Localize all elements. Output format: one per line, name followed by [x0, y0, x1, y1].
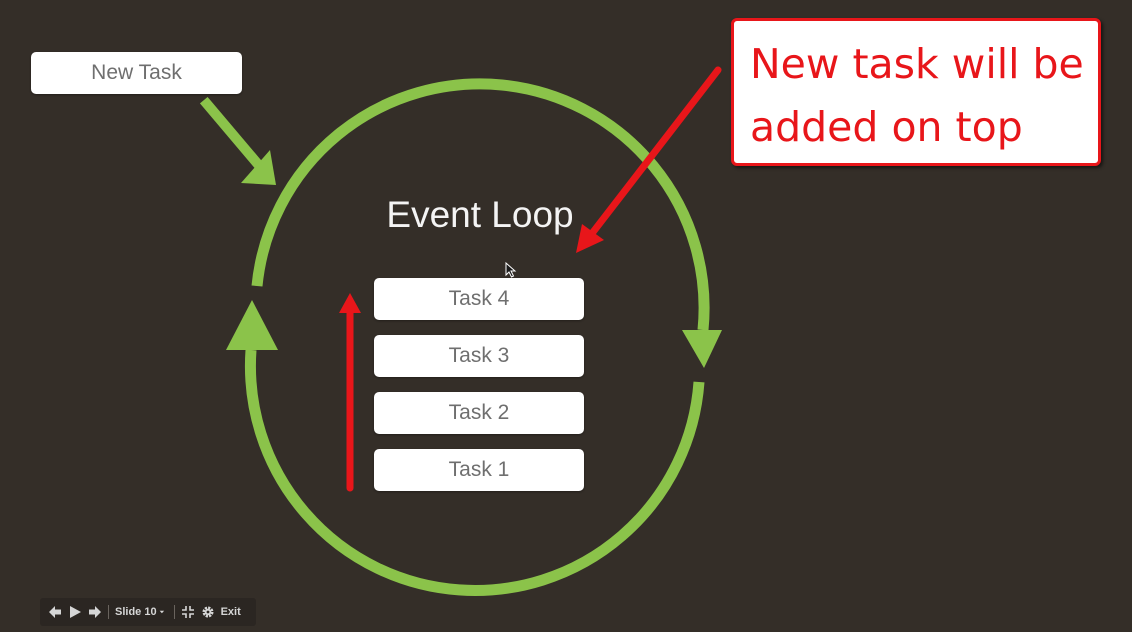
task-box: Task 1 [374, 449, 584, 491]
loop-arc-top [251, 78, 710, 331]
new-task-arrow-shaft [199, 96, 270, 177]
stack-arrowhead [339, 293, 361, 313]
loop-arrowhead-up [226, 300, 278, 350]
toolbar-divider [173, 605, 175, 619]
task-box: Task 2 [374, 392, 584, 434]
task-box: Task 3 [374, 335, 584, 377]
slide-number-selector[interactable]: Slide 10 [115, 606, 157, 618]
gear-icon[interactable] [201, 605, 215, 619]
toolbar-divider [108, 605, 109, 619]
exit-button[interactable]: Exit [220, 606, 241, 618]
presentation-toolbar: Slide 10 Exit [40, 598, 256, 626]
callout-line-2: added on top [750, 103, 1023, 151]
callout-box: New task will be added on top [731, 18, 1101, 166]
play-icon[interactable] [68, 605, 82, 619]
callout-line-1: New task will be [750, 40, 1084, 88]
callout-arrowhead [576, 224, 604, 253]
chevron-down-icon[interactable] [159, 605, 168, 619]
arrow-right-icon[interactable] [88, 605, 102, 619]
new-task-box: New Task [31, 52, 242, 94]
new-task-arrowhead [241, 150, 276, 185]
event-loop-title: Event Loop [386, 194, 574, 235]
mouse-pointer-icon [505, 262, 517, 278]
callout-arrow-shaft [586, 66, 722, 240]
loop-arrowhead-down [682, 330, 722, 368]
loop-arc-bottom [244, 349, 705, 597]
task-box: Task 4 [374, 278, 584, 320]
collapse-icon[interactable] [181, 605, 195, 619]
arrow-left-icon[interactable] [48, 605, 62, 619]
